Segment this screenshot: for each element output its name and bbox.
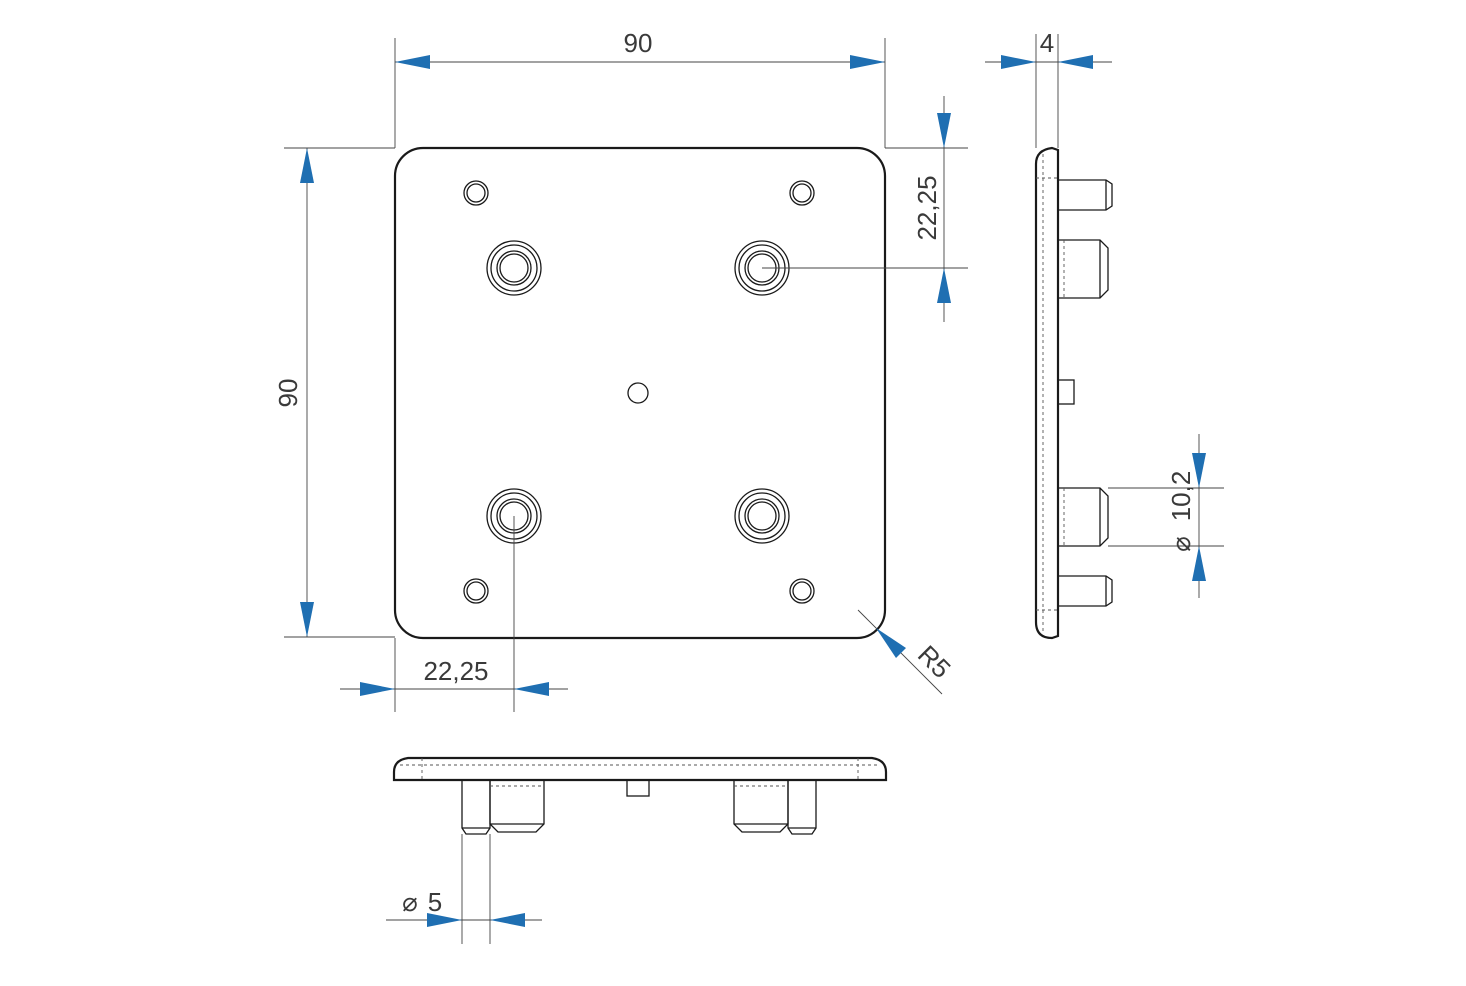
dimension-hole-offset-horizontal: 22,25 bbox=[340, 516, 568, 712]
boss-diameter-label: 10,2 bbox=[1166, 471, 1196, 522]
front-view bbox=[393, 146, 887, 640]
side-pin-bottom bbox=[1058, 575, 1113, 607]
side-center-pin bbox=[1057, 379, 1075, 405]
dimension-corner-radius: R5 bbox=[857, 609, 957, 695]
side-pin-top bbox=[1058, 179, 1113, 211]
dimension-hole-offset-vertical: 22,25 bbox=[762, 96, 968, 322]
bottom-view bbox=[392, 756, 888, 835]
corner-hole-top-left bbox=[463, 180, 489, 206]
dimension-width: 90 bbox=[394, 28, 886, 148]
corner-hole-bottom-right bbox=[789, 578, 815, 604]
hole-offset-horizontal-label: 22,25 bbox=[423, 656, 488, 686]
side-plate-outline bbox=[1034, 146, 1060, 640]
bottom-plate-outline bbox=[392, 756, 888, 782]
width-label: 90 bbox=[624, 28, 653, 58]
dimension-pin-diameter: ⌀ 5 bbox=[386, 834, 542, 944]
boss-top-left bbox=[486, 240, 542, 296]
bottom-center-pin bbox=[626, 779, 650, 797]
bottom-pin-left bbox=[461, 780, 491, 835]
pin-diameter-label: 5 bbox=[428, 887, 442, 917]
bottom-boss-left bbox=[489, 780, 545, 833]
thickness-label: 4 bbox=[1040, 28, 1054, 58]
hole-offset-vertical-label: 22,25 bbox=[912, 175, 942, 240]
pin-diameter-symbol: ⌀ bbox=[402, 887, 418, 917]
dimension-thickness: 4 bbox=[985, 28, 1112, 148]
corner-hole-bottom-left bbox=[463, 578, 489, 604]
boss-diameter-symbol: ⌀ bbox=[1166, 536, 1196, 552]
plate-outline bbox=[393, 146, 887, 640]
height-label: 90 bbox=[273, 379, 303, 408]
dimension-boss-diameter: ⌀ 10,2 bbox=[1108, 434, 1224, 598]
side-view bbox=[1034, 146, 1113, 640]
center-hole bbox=[627, 382, 649, 404]
bottom-pin-right bbox=[787, 780, 817, 835]
corner-hole-top-right bbox=[789, 180, 815, 206]
side-boss-bottom bbox=[1058, 487, 1109, 547]
corner-radius-label: R5 bbox=[912, 639, 957, 684]
side-boss-top bbox=[1058, 239, 1109, 299]
boss-bottom-right bbox=[734, 488, 790, 544]
dimension-height: 90 bbox=[273, 147, 395, 638]
